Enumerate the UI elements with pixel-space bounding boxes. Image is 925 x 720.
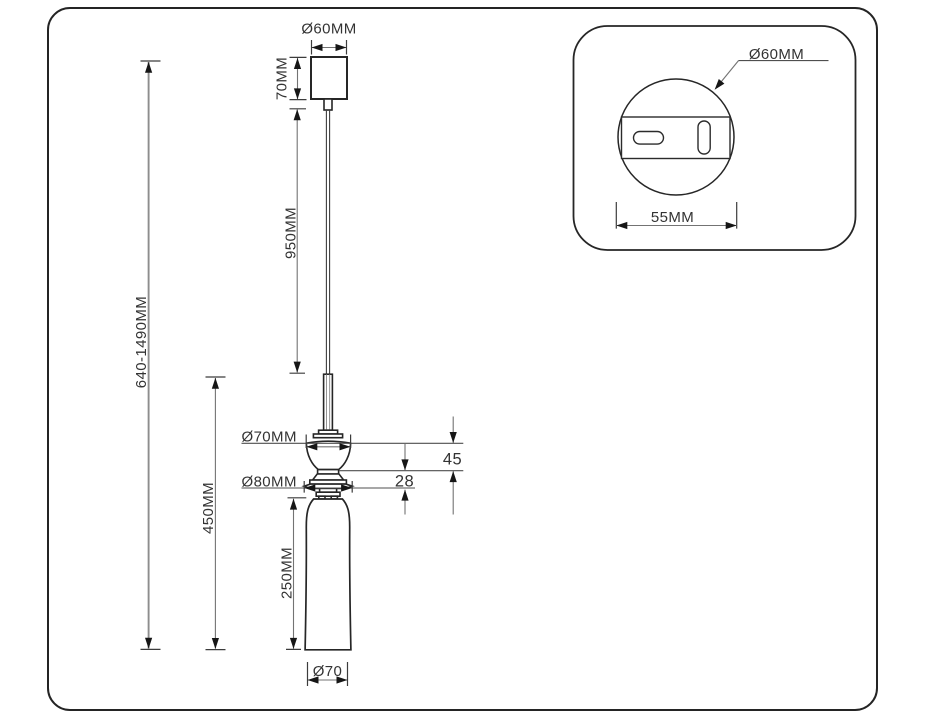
- ceiling-canopy: [310, 56, 348, 111]
- drawing-border: [47, 7, 878, 711]
- dim-label-canopy-diameter: Ø60MM: [301, 21, 356, 38]
- mounting-slot-vertical: [697, 120, 711, 155]
- glass-shade: [304, 498, 352, 651]
- dimension-lines: [147, 46, 454, 681]
- dim-label-plate-diameter: Ø60MM: [749, 46, 804, 63]
- dim-label-holder-height: 45: [443, 451, 462, 469]
- dim-label-cable-length: 950MM: [283, 207, 300, 259]
- reference-lines: [241, 442, 464, 489]
- suspension-rod: [312, 373, 344, 439]
- dim-label-canopy-height: 70MM: [274, 57, 291, 100]
- dim-label-coupler-height: 28: [395, 472, 414, 490]
- suspension-cable: [325, 110, 331, 374]
- inset-border: [572, 25, 857, 251]
- dim-label-shade-bottom-diameter: Ø70: [313, 663, 343, 680]
- dim-label-coupler-diameter: Ø80MM: [242, 473, 297, 490]
- dim-label-overall-height-range: 640-1490MM: [133, 296, 150, 388]
- mounting-plate-inset: Ø60MM 55MM: [572, 25, 857, 251]
- mounting-slot-horizontal: [632, 130, 665, 145]
- dim-label-plate-mount-width: 55MM: [651, 209, 694, 226]
- dim-label-fixture-height: 450MM: [200, 482, 217, 534]
- dimension-arrowheads: [145, 43, 457, 684]
- dim-label-holder-diameter: Ø70MM: [242, 429, 297, 446]
- inset-dim-ticks: [615, 202, 738, 229]
- dimension-ticks: [140, 40, 353, 686]
- dim-label-shade-height: 250MM: [279, 547, 296, 599]
- inset-leader-arrowhead: [714, 79, 725, 90]
